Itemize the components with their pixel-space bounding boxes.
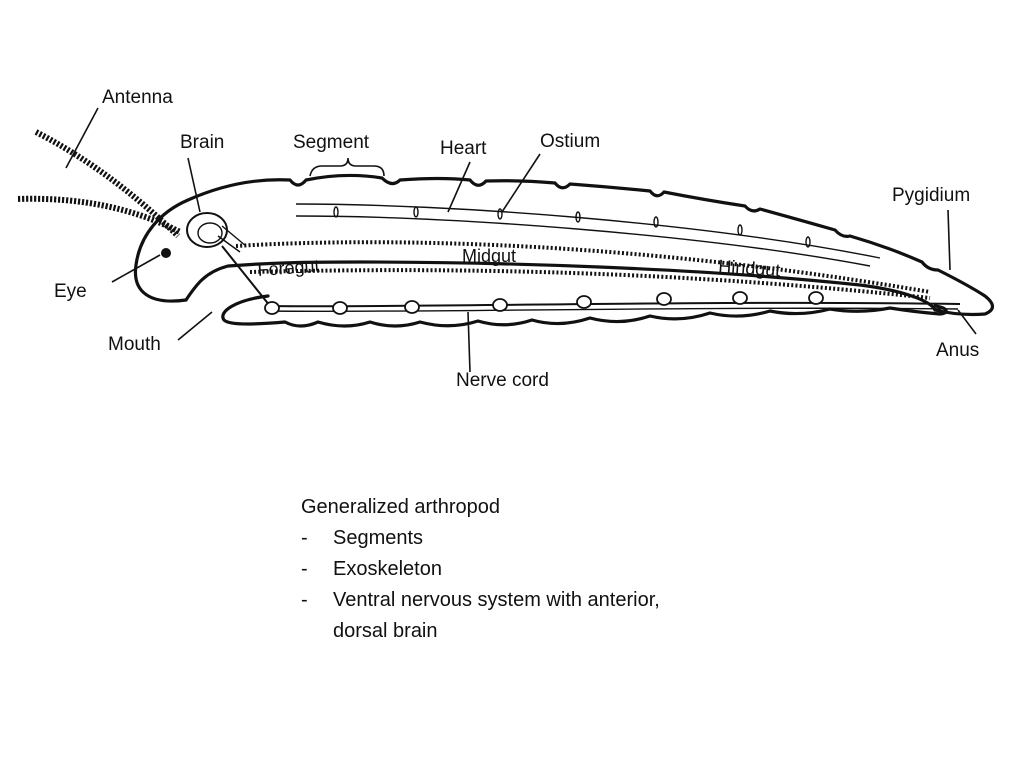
label-hindgut: Hindgut [718, 256, 781, 280]
label-mouth: Mouth [108, 334, 161, 355]
label-ostium: Ostium [540, 131, 600, 152]
segment-bracket [309, 157, 385, 177]
eye [161, 248, 171, 258]
caption: Generalized arthropod Segments Exoskelet… [301, 492, 771, 647]
label-brain: Brain [180, 132, 224, 153]
heart-tube-upper [295, 203, 881, 259]
label-antenna: Antenna [102, 87, 173, 108]
ostia [333, 206, 811, 248]
label-segment: Segment [293, 132, 370, 153]
gut-lower-wall [249, 268, 931, 300]
label-foregut: Foregut [257, 256, 320, 280]
label-nerve-cord: Nerve cord [456, 370, 549, 391]
gut-upper-wall [235, 240, 931, 294]
brain [186, 212, 247, 253]
body-belly-outline [221, 294, 948, 328]
arthropod-diagram: Antenna Brain Segment Heart Ostium Pygid… [17, 87, 995, 391]
label-midgut: Midgut [462, 246, 516, 266]
label-anus: Anus [936, 340, 979, 361]
label-eye: Eye [54, 281, 87, 302]
body-dorsal-outline [133, 173, 995, 317]
body-ventral-outline [184, 260, 937, 312]
heart-tube-lower [295, 215, 871, 267]
caption-list: Segments Exoskeleton Ventral nervous sys… [301, 523, 771, 647]
antenna-lower [17, 195, 182, 235]
nerve-cord [221, 245, 961, 315]
label-pygidium: Pygidium [892, 185, 970, 206]
caption-bullet: Ventral nervous system with anterior, do… [301, 585, 771, 647]
leader-lines [65, 107, 977, 373]
caption-bullet: Exoskeleton [301, 554, 771, 585]
antenna-upper [34, 129, 181, 239]
label-heart: Heart [440, 138, 487, 159]
caption-title: Generalized arthropod [301, 496, 501, 518]
caption-bullet: Segments [301, 523, 771, 554]
